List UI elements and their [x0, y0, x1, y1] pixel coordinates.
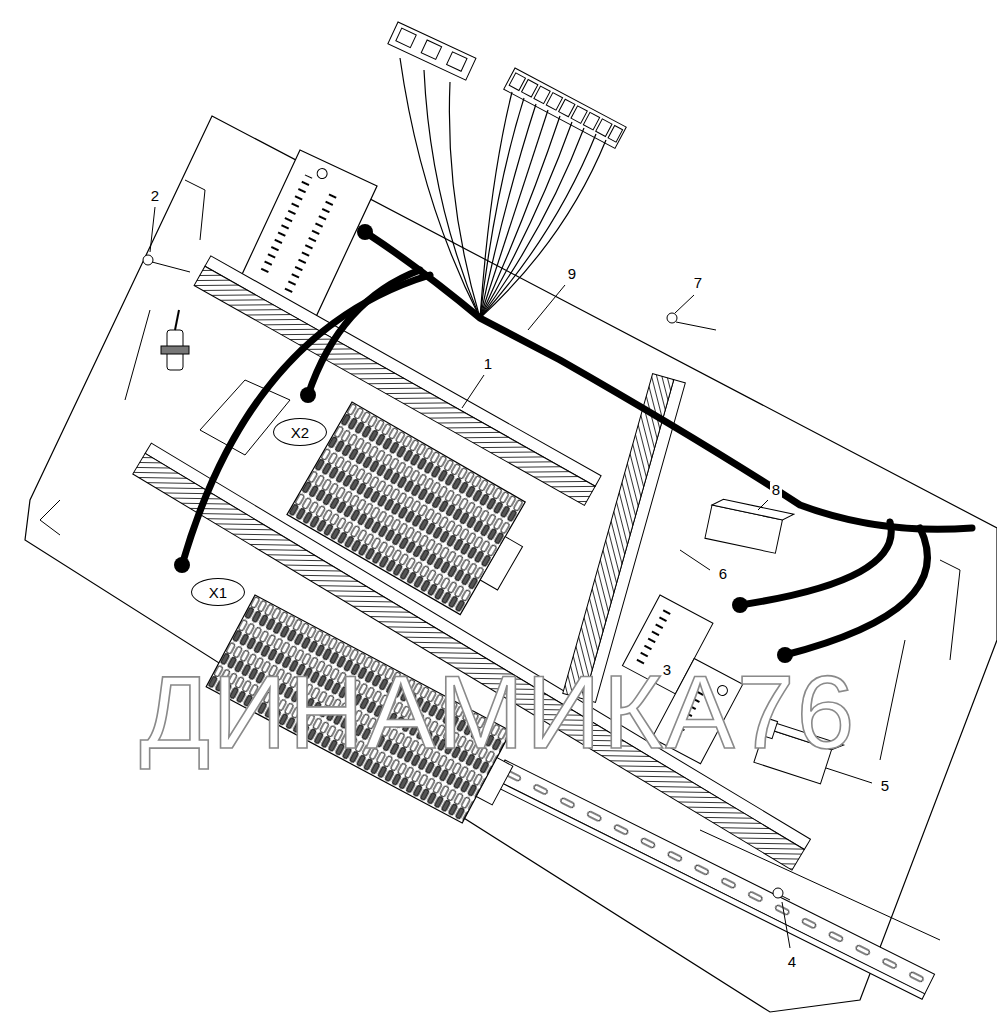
din-rail: [493, 760, 935, 999]
callout-number: 1: [482, 356, 494, 373]
callout-number: 2: [149, 188, 161, 205]
callout-number: 9: [566, 266, 578, 283]
plug-connector: [388, 22, 476, 80]
screw: [143, 255, 790, 900]
cable-harness: [182, 232, 972, 655]
callout-number: 4: [786, 954, 798, 971]
leader-lines: [150, 207, 872, 948]
connector-oval: X1: [191, 578, 245, 606]
watermark: ДИНАМИКА76: [140, 660, 857, 764]
connector-name: X2: [291, 424, 309, 441]
relay: [705, 497, 794, 555]
fuse-holder: [161, 310, 189, 370]
mounting-plate: [25, 116, 997, 1012]
connector-oval: X2: [273, 418, 327, 446]
plug-connector: [504, 68, 627, 148]
callout-number: 8: [770, 482, 782, 499]
cable-ends: [174, 224, 793, 663]
callout-number: 6: [717, 566, 729, 583]
connector-name: X1: [209, 584, 227, 601]
callout-number: 7: [692, 275, 704, 292]
callout-number: 5: [879, 778, 891, 795]
